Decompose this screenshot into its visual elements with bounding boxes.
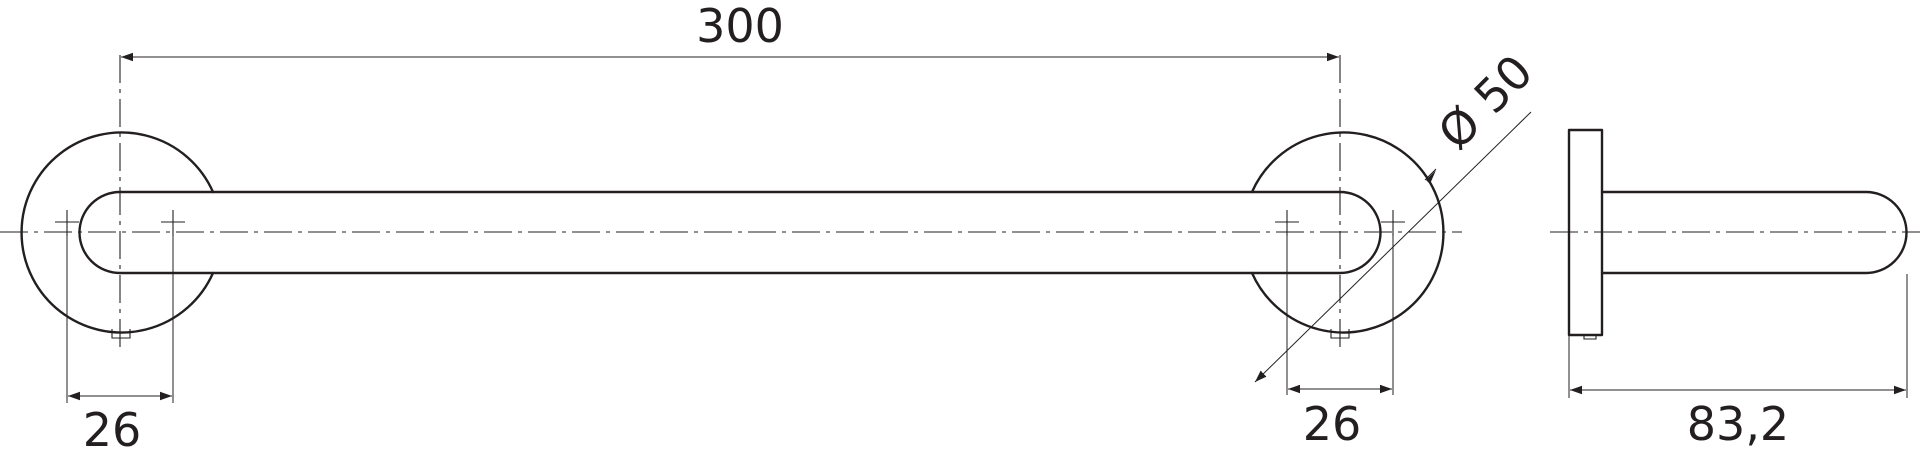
length-dimension-label: 300 [696,0,784,53]
side-view: 83,2 [1550,128,1920,451]
front-view: 300 26 26 Ø 50 [0,0,1543,457]
diameter-leader-line [1254,111,1532,383]
right-offset-label: 26 [1303,397,1362,451]
side-screw-tab [1583,335,1597,340]
depth-dimension-label: 83,2 [1687,397,1789,451]
left-offset-label: 26 [83,403,142,457]
diameter-label: Ø 50 [1428,44,1544,160]
screw-marks [55,210,1405,236]
left-screw-tab [111,329,131,339]
bar-outline [78,190,1382,275]
